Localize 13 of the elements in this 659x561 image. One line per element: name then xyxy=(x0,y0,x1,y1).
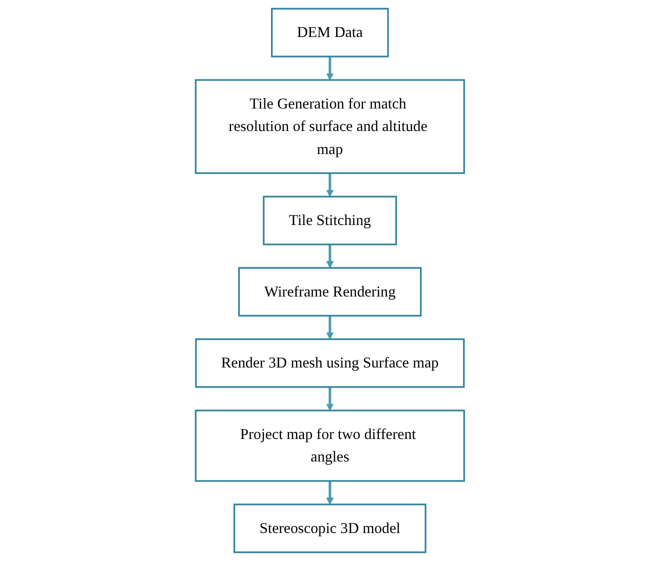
arrow xyxy=(326,56,334,80)
node-box: Stereoscopic 3D model xyxy=(233,504,426,554)
node-box: Wireframe Rendering xyxy=(238,267,422,317)
arrow xyxy=(326,480,334,505)
node-box: DEM Data xyxy=(270,8,388,58)
node-box: Tile Generation for match resolution of surface and altitude map xyxy=(194,79,465,174)
node-box: Render 3D mesh using Surface map xyxy=(194,338,464,388)
arrow xyxy=(326,173,334,197)
arrow xyxy=(326,316,334,340)
arrow xyxy=(326,387,334,411)
node-box: Tile Stitching xyxy=(262,196,397,246)
node-box: Project map for two different angles xyxy=(194,410,465,482)
arrow xyxy=(326,244,334,268)
